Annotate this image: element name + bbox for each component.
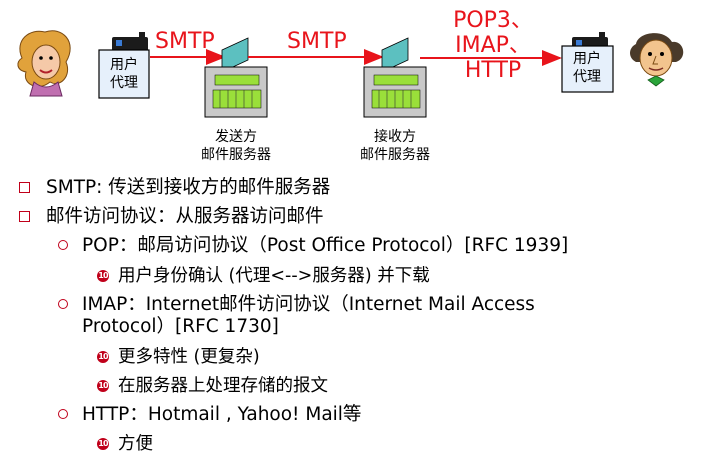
bullet-item: SMTP: 传送到接收方的邮件服务器 — [19, 177, 331, 199]
bullet-text: 方便 — [118, 434, 153, 454]
smtp-label-2: SMTP — [287, 29, 347, 54]
arrow3Label-line-2: IMAP、 — [455, 33, 531, 58]
receiver-user-agent: 用户代理 — [561, 32, 614, 93]
bullet-item: POP：邮局访问协议（Post Office Protocol）[RFC 193… — [58, 235, 569, 257]
circled-ten-bullet-icon: 10 — [97, 351, 109, 363]
bullet-item: 10 在服务器上处理存储的报文 — [97, 375, 328, 397]
agentL-line-1: 用户 — [110, 56, 138, 73]
arrow3Label-line-3: HTTP — [465, 58, 521, 83]
recvCap-line-1: 接收方 — [374, 128, 416, 145]
circled-ten-bullet-icon: 10 — [97, 380, 109, 392]
agentR-line-2: 代理 — [573, 69, 601, 85]
bullet-text: POP：邮局访问协议（Post Office Protocol）[RFC 193… — [82, 235, 569, 256]
receiver-agent-label: 用户代理 — [573, 50, 601, 85]
bullet-text: IMAP：Internet邮件访问协议（Internet Mail Access — [82, 294, 535, 315]
receiving-server-caption: 接收方邮件服务器 — [360, 128, 430, 163]
bullet-item: HTTP：Hotmail , Yahoo! Mail等 — [58, 404, 362, 426]
sender-agent-box — [98, 49, 150, 99]
square-bullet-icon — [19, 182, 30, 193]
bullet-item: 10 更多特性 (更复杂) — [97, 346, 260, 368]
recvCap-line-2: 邮件服务器 — [360, 147, 430, 163]
circle-bullet-icon — [58, 240, 68, 250]
smtp-label-1: SMTP — [155, 29, 215, 54]
bullet-text: 更多特性 (更复杂) — [118, 347, 260, 367]
sending-mail-server — [204, 37, 268, 118]
sender-person-icon — [17, 30, 71, 97]
sending-server-caption: 发送方邮件服务器 — [201, 129, 271, 163]
circle-bullet-icon — [58, 409, 68, 419]
circled-ten-bullet-icon: 10 — [97, 270, 109, 282]
bullet-item: 邮件访问协议：从服务器访问邮件 — [19, 206, 324, 228]
arrow1Label-line-1: SMTP — [155, 29, 215, 54]
agentL-line-2: 代理 — [110, 75, 138, 91]
sender-agent-label: 用户代理 — [110, 56, 138, 91]
circled-ten-bullet-icon: 10 — [97, 438, 109, 450]
access-protocols-label: POP3、IMAP、HTTP — [453, 8, 533, 83]
sendCap-line-2: 邮件服务器 — [201, 147, 271, 163]
agentR-line-1: 用户 — [573, 50, 601, 67]
bullet-item: Protocol）[RFC 1730] — [82, 316, 279, 338]
bullet-item: 10 用户身份确认 (代理<-->服务器) 并下载 — [97, 265, 430, 287]
bullet-item: 10 方便 — [97, 433, 153, 455]
bullet-item: IMAP：Internet邮件访问协议（Internet Mail Access — [58, 294, 535, 316]
circle-bullet-icon — [58, 299, 68, 309]
sender-phone-icon — [112, 32, 148, 51]
receiver-agent-box — [561, 45, 614, 93]
sender-user-agent: 用户代理 — [98, 32, 150, 99]
bullet-text: Protocol）[RFC 1730] — [82, 316, 279, 337]
square-bullet-icon — [19, 211, 30, 222]
bullet-text: 邮件访问协议：从服务器访问邮件 — [46, 206, 324, 227]
arrow3Label-line-1: POP3、 — [453, 8, 533, 33]
bullet-text: HTTP：Hotmail , Yahoo! Mail等 — [82, 404, 362, 425]
bullet-text: 用户身份确认 (代理<-->服务器) 并下载 — [118, 266, 430, 286]
bullet-text: SMTP: 传送到接收方的邮件服务器 — [46, 177, 331, 198]
sendCap-line-1: 发送方 — [215, 129, 257, 145]
receiving-mail-server — [363, 37, 427, 118]
arrow2Label-line-1: SMTP — [287, 29, 347, 54]
bullet-text: 在服务器上处理存储的报文 — [118, 376, 328, 396]
receiver-person-icon — [630, 33, 684, 87]
